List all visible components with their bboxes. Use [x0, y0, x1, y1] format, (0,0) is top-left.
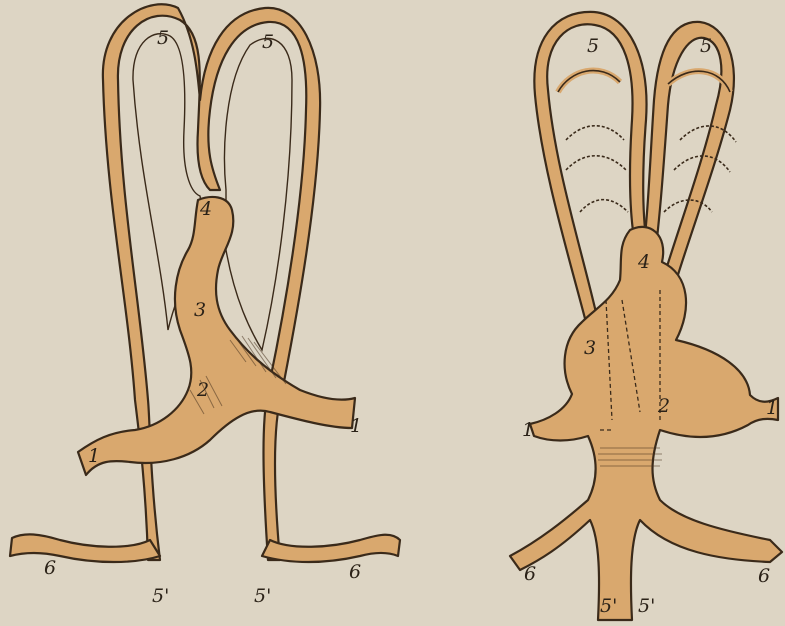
label-5-second: 5': [638, 595, 655, 617]
label-6: 6: [349, 561, 361, 583]
label-5-prime: 5': [152, 585, 169, 607]
label-3: 3: [194, 299, 206, 321]
right-body: [510, 227, 782, 620]
left-arm-6-right: [262, 535, 400, 562]
label-5: 5: [157, 27, 169, 49]
label-5-prime: 5': [254, 585, 271, 607]
right-figure: 5 5 4 3 2 1 1 6 6 5' 5': [510, 12, 782, 620]
label-1: 1: [522, 419, 534, 441]
label-5: 5: [262, 31, 274, 53]
label-2: 2: [657, 395, 670, 417]
label-2: 2: [196, 379, 209, 401]
left-loop-inner-2: [225, 38, 292, 350]
label-5: 5: [700, 35, 712, 57]
label-3: 3: [584, 337, 596, 359]
label-6: 6: [524, 563, 536, 585]
left-arm-6-left: [10, 534, 160, 562]
left-figure: 5 5 4 3 2 1 1 6 6 5' 5': [10, 4, 400, 607]
label-5: 5: [587, 35, 599, 57]
label-4: 4: [637, 251, 650, 273]
label-1: 1: [88, 445, 100, 467]
label-4: 4: [199, 198, 212, 220]
label-6: 6: [758, 565, 770, 587]
label-6: 6: [44, 557, 56, 579]
label-1: 1: [766, 397, 778, 419]
label-5-prime: 5': [600, 595, 617, 617]
label-1: 1: [350, 415, 362, 437]
